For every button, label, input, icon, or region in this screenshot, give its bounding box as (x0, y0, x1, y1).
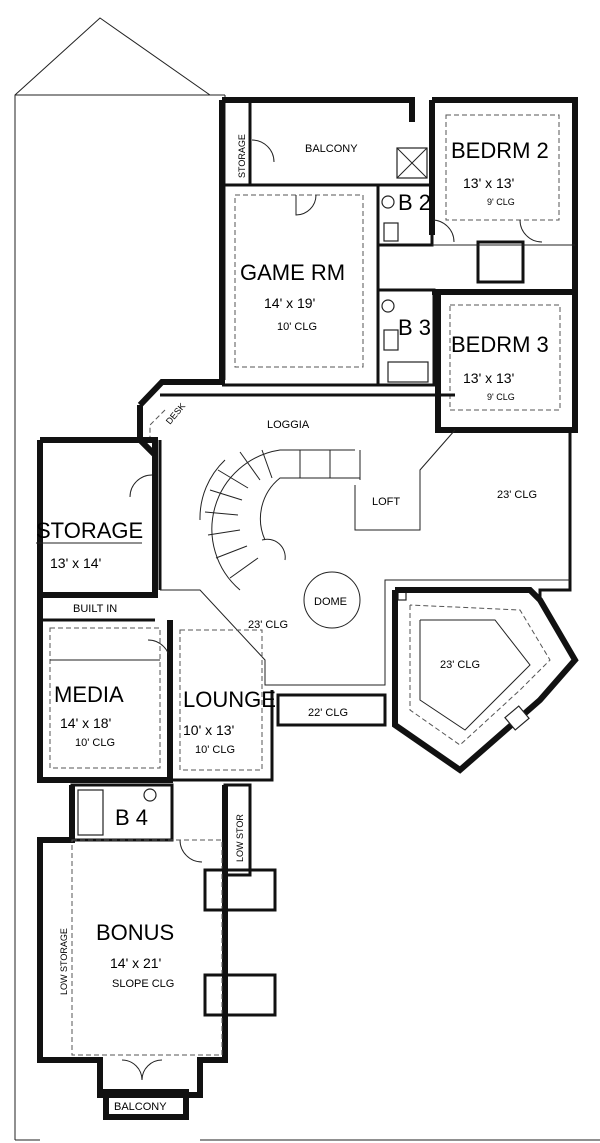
bonus-size: 14' x 21' (110, 955, 161, 971)
loft-label: LOFT (372, 496, 400, 508)
media-name: MEDIA (54, 682, 124, 707)
game-room-size: 14' x 19' (264, 295, 315, 311)
bedroom-3-size: 13' x 13' (463, 370, 514, 386)
lounge-size: 10' x 13' (183, 722, 234, 738)
right-clg-label: 23' CLG (497, 489, 537, 501)
bedroom-3 (376, 288, 578, 433)
desk-label: DESK (164, 401, 187, 426)
game-room-name: GAME RM (240, 260, 345, 285)
low-storage-label: LOW STORAGE (59, 928, 69, 995)
bath-4-label: B 4 (115, 805, 148, 830)
bonus-wing (37, 783, 277, 1120)
bedroom-2-size: 13' x 13' (463, 175, 514, 191)
bonus-name: BONUS (96, 920, 174, 945)
storage-top-label: STORAGE (237, 134, 247, 178)
bedroom-3-clg: 9' CLG (487, 392, 515, 402)
bath-2 (376, 183, 575, 284)
loggia-label: LOGGIA (267, 419, 310, 431)
bedroom-3-name: BEDRM 3 (451, 332, 549, 357)
game-room-clg: 10' CLG (277, 321, 317, 333)
lounge-clg: 10' CLG (195, 744, 235, 756)
upper-wing (219, 97, 415, 387)
bonus-clg: SLOPE CLG (112, 978, 174, 990)
dome-label: DOME (314, 596, 347, 608)
bay-clg-label: 23' CLG (440, 659, 480, 671)
center-clg-label: 23' CLG (248, 619, 288, 631)
bay-room (392, 587, 579, 774)
storage-size: 13' x 14' (50, 555, 101, 571)
bedroom-2-name: BEDRM 2 (451, 138, 549, 163)
bedroom-2 (396, 97, 578, 290)
lounge-name: LOUNGE (183, 687, 276, 712)
lounge (168, 620, 387, 782)
balcony-bottom-label: BALCONY (114, 1101, 167, 1113)
low-stor-label: LOW STOR (235, 814, 245, 862)
clg-22-label: 22' CLG (308, 707, 348, 719)
media-clg: 10' CLG (75, 737, 115, 749)
balcony-top-label: BALCONY (305, 143, 358, 155)
loggia-area (137, 379, 572, 686)
bath-2-label: B 2 (398, 190, 431, 215)
media-size: 14' x 18' (60, 715, 111, 731)
storage-name: STORAGE (36, 518, 143, 543)
bath-3-label: B 3 (398, 315, 431, 340)
spiral-stair (199, 449, 361, 629)
bedroom-2-clg: 9' CLG (487, 197, 515, 207)
built-in-label: BUILT IN (73, 603, 117, 615)
